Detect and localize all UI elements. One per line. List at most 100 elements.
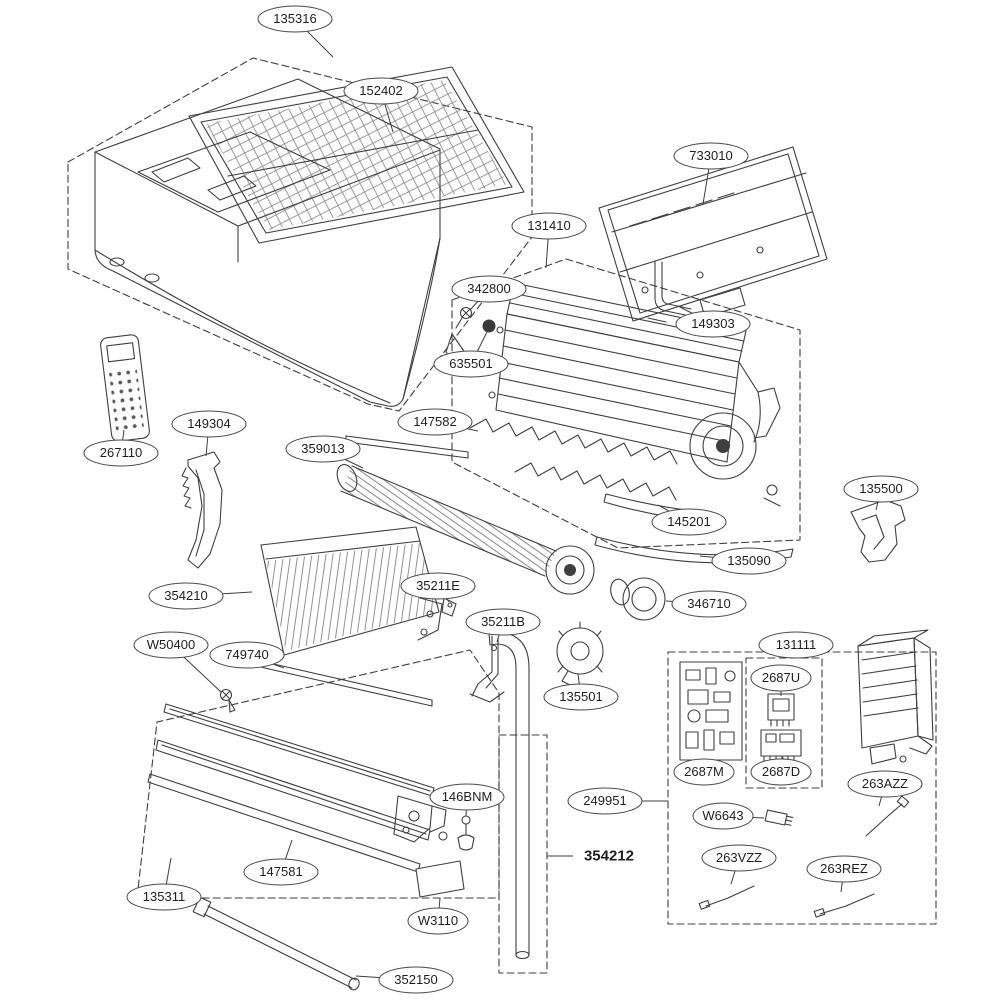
part-number: W3110 (418, 913, 458, 928)
part-labels-layer: 1353161524027330101314103428001493036355… (83, 5, 923, 994)
part-label-149303: 149303 (675, 305, 751, 338)
part-number: 249951 (583, 793, 626, 808)
label-ellipse (651, 508, 727, 536)
label-ellipse (343, 77, 419, 105)
label-ellipse (243, 858, 319, 886)
part-label-342800: 342800 (451, 275, 527, 311)
part-label-359013: 359013 (285, 435, 364, 469)
part-label-149304: 149304 (171, 410, 247, 457)
part-number: 352150 (394, 972, 437, 987)
part-label-131410: 131410 (511, 212, 587, 269)
label-ellipse (429, 783, 505, 811)
bracket-135500 (850, 499, 906, 563)
rear-panel (598, 146, 828, 322)
crossflow-fan (336, 464, 595, 595)
part-label-152402: 152402 (343, 77, 419, 133)
grommet-635501 (482, 319, 496, 333)
label-ellipse (83, 439, 159, 467)
label-ellipse (543, 683, 619, 711)
part-number: 346710 (687, 596, 730, 611)
side-bracket-149304 (181, 451, 223, 569)
part-label-263VZZ: 263VZZ (701, 844, 777, 885)
control-box (857, 629, 934, 765)
pcb-part-2687u (767, 693, 795, 727)
label-plate-w3110 (415, 860, 465, 898)
part-number: 342800 (467, 281, 510, 296)
part-label-W3110: W3110 (407, 897, 469, 935)
label-ellipse (750, 664, 812, 692)
part-label-263REZ: 263REZ (806, 855, 882, 893)
part-number: 135501 (559, 689, 602, 704)
cap-146bnm (457, 815, 475, 851)
part-number: W6643 (702, 808, 743, 823)
label-ellipse (397, 408, 473, 436)
part-label-352150: 352150 (355, 966, 454, 994)
wire-263rez (813, 893, 875, 918)
label-ellipse (750, 758, 812, 786)
remote-control (100, 334, 150, 442)
label-ellipse (673, 142, 749, 170)
pcb-group-dashed-box (745, 657, 823, 789)
bracket-35211b (469, 635, 505, 703)
part-number: 635501 (449, 356, 492, 371)
label-ellipse (673, 758, 735, 786)
part-number: 146BNM (442, 789, 493, 804)
label-ellipse (843, 475, 919, 503)
part-number: 135500 (859, 481, 902, 496)
label-ellipse (171, 410, 247, 438)
part-label-147582: 147582 (397, 408, 479, 436)
label-ellipse (257, 5, 333, 33)
pipe-dashed-box (498, 734, 548, 974)
louver-assembly-dashed-box (136, 649, 500, 899)
pipe-bracket-149303 (647, 261, 692, 323)
label-ellipse (806, 855, 882, 883)
part-label-2687M: 2687M (673, 758, 735, 786)
label-ellipse (465, 608, 541, 636)
part-label-135316: 135316 (257, 5, 334, 58)
part-number: 135316 (273, 11, 316, 26)
part-label-147581: 147581 (243, 839, 319, 886)
label-ellipse (209, 641, 285, 669)
part-number: 35211B (481, 614, 525, 629)
part-number: 267110 (100, 445, 142, 460)
louver-slats (147, 703, 448, 873)
front-assembly-dashed-box (67, 57, 533, 412)
part-number: 263AZZ (862, 776, 908, 791)
part-label-354210: 354210 (148, 582, 253, 610)
label-ellipse (285, 435, 361, 463)
part-label-131111: 131111 (758, 631, 834, 659)
bracket-35211e (441, 597, 457, 617)
label-ellipse (671, 590, 747, 618)
label-ellipse (692, 802, 754, 830)
label-ellipse (148, 582, 224, 610)
part-label-35211B: 35211B (465, 608, 541, 643)
label-backing (573, 844, 645, 868)
louver-motor-135501 (556, 621, 604, 686)
part-number: 147581 (259, 864, 302, 879)
wire-263azz (865, 795, 910, 837)
drain-hose (189, 895, 360, 991)
part-number: W50400 (147, 637, 195, 652)
part-number: 263VZZ (716, 850, 762, 865)
part-number: 147582 (413, 414, 456, 429)
main-pcb-2687m (679, 661, 743, 761)
part-label-35211E: 35211E (400, 572, 476, 603)
label-ellipse (511, 212, 587, 240)
pcb-part-2687d (760, 729, 802, 763)
label-ellipse (701, 844, 777, 872)
part-number: 2687D (762, 764, 800, 779)
part-number: 749740 (225, 647, 268, 662)
part-label-749740: 749740 (209, 641, 285, 669)
part-label-2687D: 2687D (750, 756, 812, 786)
part-label-146BNM: 146BNM (429, 783, 505, 817)
screw-w50400 (219, 688, 236, 713)
part-number: 35211E (416, 578, 460, 593)
part-number: 135090 (727, 553, 770, 568)
screw-342800 (455, 306, 473, 329)
part-label-267110: 267110 (83, 429, 159, 467)
label-ellipse (407, 907, 469, 935)
part-number: 354210 (164, 588, 207, 603)
part-label-135501: 135501 (543, 673, 619, 711)
